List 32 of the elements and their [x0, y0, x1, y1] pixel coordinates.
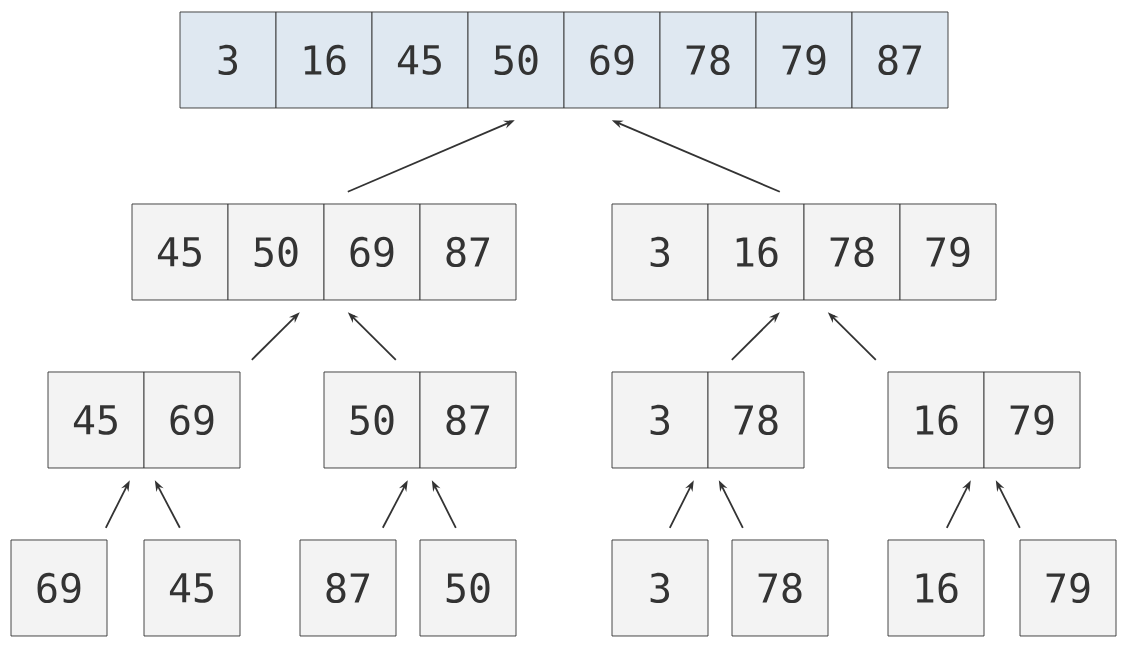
array-cell: 16: [887, 371, 985, 469]
array-cell: 45: [143, 539, 241, 637]
array-cell: 78: [803, 203, 901, 301]
array-cell: 50: [467, 11, 565, 109]
array-cell: 87: [851, 11, 949, 109]
array-cell: 16: [887, 539, 985, 637]
array-cell: 45: [131, 203, 229, 301]
array-cell: 69: [323, 203, 421, 301]
array-cell: 78: [731, 539, 829, 637]
array-cell: 50: [419, 539, 517, 637]
array-cell: 16: [707, 203, 805, 301]
array-cell: 69: [563, 11, 661, 109]
array-cell: 3: [611, 371, 709, 469]
array-cell: 3: [179, 11, 277, 109]
array-cell: 79: [899, 203, 997, 301]
array-cell: 87: [419, 371, 517, 469]
array-cell: 69: [10, 539, 108, 637]
array-cell: 69: [143, 371, 241, 469]
array-cell: 50: [227, 203, 325, 301]
array-cell: 87: [419, 203, 517, 301]
array-cell: 50: [323, 371, 421, 469]
array-cell: 45: [371, 11, 469, 109]
array-cell: 79: [755, 11, 853, 109]
array-cell: 78: [707, 371, 805, 469]
array-cell: 78: [659, 11, 757, 109]
array-cell: 45: [47, 371, 145, 469]
array-cell: 79: [983, 371, 1081, 469]
array-cell: 79: [1019, 539, 1117, 637]
array-cell: 3: [611, 539, 709, 637]
array-cell: 16: [275, 11, 373, 109]
array-cell: 87: [299, 539, 397, 637]
array-cell: 3: [611, 203, 709, 301]
